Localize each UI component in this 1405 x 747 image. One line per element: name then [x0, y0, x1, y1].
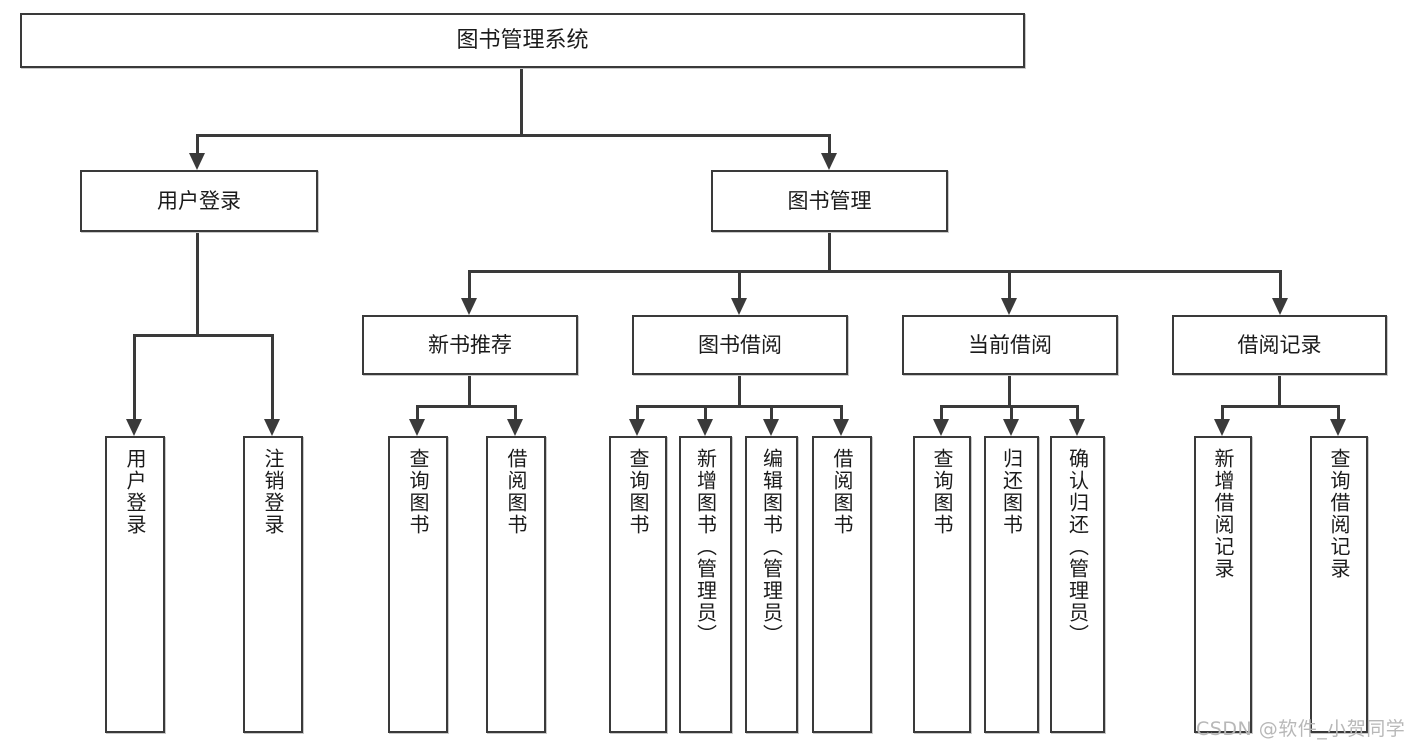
connector-line [417, 405, 516, 408]
node-label: 注销登录 [261, 448, 285, 536]
connector-line [469, 270, 1280, 273]
connector-line [133, 334, 136, 422]
node-leaf-query-book-borrow[interactable]: 查询图书 [609, 436, 667, 733]
connector-line [197, 134, 831, 137]
connector-line [840, 405, 843, 422]
node-leaf-query-book-current[interactable]: 查询图书 [913, 436, 971, 733]
node-user-login[interactable]: 用户登录 [80, 170, 318, 232]
connector-line [1279, 270, 1282, 301]
node-label: 新增图书（管理员） [693, 448, 718, 646]
connector-line [738, 270, 741, 301]
node-label: 用户登录 [123, 448, 147, 536]
node-label: 查询图书 [406, 448, 430, 536]
connector-line [196, 232, 199, 334]
arrowhead-icon [1330, 419, 1346, 436]
node-leaf-logout-login[interactable]: 注销登录 [243, 436, 303, 733]
node-label: 借阅图书 [830, 448, 854, 536]
node-label: 确认归还（管理员） [1065, 448, 1090, 646]
arrowhead-icon [264, 419, 280, 436]
node-label: 编辑图书（管理员） [759, 448, 784, 646]
node-label: 借阅图书 [504, 448, 528, 536]
connector-line [1008, 375, 1011, 405]
connector-line [1337, 405, 1340, 422]
node-leaf-edit-book-admin[interactable]: 编辑图书（管理员） [745, 436, 798, 733]
arrowhead-icon [1214, 419, 1230, 436]
connector-line [940, 405, 943, 422]
node-label: 归还图书 [999, 448, 1024, 536]
arrowhead-icon [821, 153, 837, 170]
node-leaf-user-login[interactable]: 用户登录 [105, 436, 165, 733]
node-book-management[interactable]: 图书管理 [711, 170, 948, 232]
arrowhead-icon [461, 298, 477, 315]
node-book-borrow[interactable]: 图书借阅 [632, 315, 848, 375]
arrowhead-icon [731, 298, 747, 315]
node-label: 图书管理 [787, 188, 872, 213]
connector-line [416, 405, 419, 422]
connector-line [196, 134, 199, 156]
node-leaf-borrow-book[interactable]: 借阅图书 [812, 436, 872, 733]
arrowhead-icon [409, 419, 425, 436]
node-leaf-return-book[interactable]: 归还图书 [984, 436, 1039, 733]
node-root-system[interactable]: 图书管理系统 [20, 13, 1025, 68]
node-leaf-add-book-admin[interactable]: 新增图书（管理员） [679, 436, 732, 733]
connector-line [271, 334, 274, 422]
node-label: 查询图书 [930, 448, 954, 536]
arrowhead-icon [833, 419, 849, 436]
arrowhead-icon [763, 419, 779, 436]
node-label: 用户登录 [157, 188, 241, 213]
arrowhead-icon [933, 419, 949, 436]
node-label: 图书借阅 [698, 332, 782, 357]
node-borrow-record[interactable]: 借阅记录 [1172, 315, 1387, 375]
connector-line [520, 68, 523, 134]
connector-line [1222, 405, 1339, 408]
node-label: 查询借阅记录 [1327, 448, 1351, 580]
connector-line [738, 375, 741, 405]
connector-line [828, 134, 831, 156]
arrowhead-icon [126, 419, 142, 436]
connector-line [468, 375, 471, 405]
connector-line [1008, 270, 1011, 301]
connector-line [704, 405, 707, 422]
node-label: 新书推荐 [428, 332, 512, 357]
arrowhead-icon [629, 419, 645, 436]
node-new-book-recommend[interactable]: 新书推荐 [362, 315, 578, 375]
connector-line [1221, 405, 1224, 422]
node-leaf-add-borrow-record[interactable]: 新增借阅记录 [1194, 436, 1252, 733]
arrowhead-icon [507, 419, 523, 436]
connector-line [1010, 405, 1013, 422]
node-current-borrow[interactable]: 当前借阅 [902, 315, 1118, 375]
connector-line [770, 405, 773, 422]
node-leaf-query-borrow-record[interactable]: 查询借阅记录 [1310, 436, 1368, 733]
node-label: 查询图书 [626, 448, 650, 536]
node-leaf-query-book-recommend[interactable]: 查询图书 [388, 436, 448, 733]
connector-line [828, 232, 831, 270]
connector-line [134, 334, 273, 337]
connector-line [637, 405, 842, 408]
node-label: 图书管理系统 [456, 27, 589, 53]
connector-line [636, 405, 639, 422]
node-leaf-confirm-return-admin[interactable]: 确认归还（管理员） [1050, 436, 1105, 733]
node-leaf-borrow-book-recommend[interactable]: 借阅图书 [486, 436, 546, 733]
arrowhead-icon [1272, 298, 1288, 315]
arrowhead-icon [697, 419, 713, 436]
connector-line [941, 405, 1077, 408]
connector-line [468, 270, 471, 301]
connector-line [514, 405, 517, 422]
arrowhead-icon [1001, 298, 1017, 315]
watermark-label: CSDN @软件_小贺同学 [1196, 718, 1405, 740]
node-label: 新增借阅记录 [1211, 448, 1235, 580]
arrowhead-icon [1003, 419, 1019, 436]
node-label: 当前借阅 [968, 332, 1052, 357]
connector-line [1076, 405, 1079, 422]
node-label: 借阅记录 [1237, 332, 1322, 357]
arrowhead-icon [1069, 419, 1085, 436]
arrowhead-icon [189, 153, 205, 170]
connector-line [1278, 375, 1281, 405]
